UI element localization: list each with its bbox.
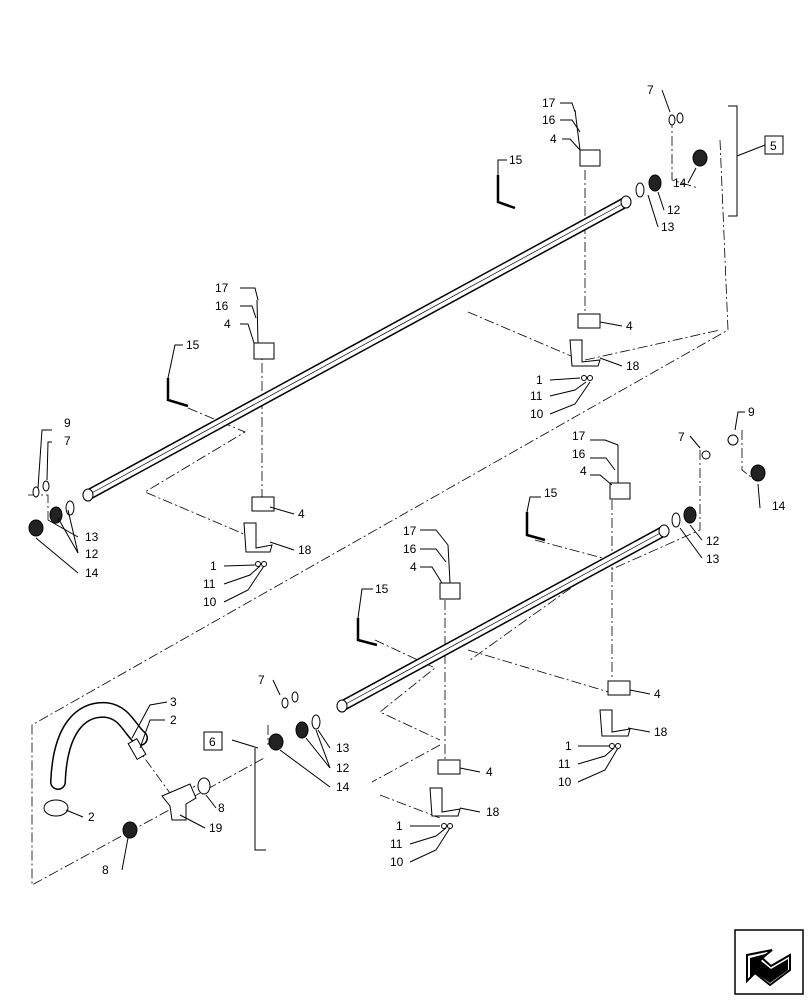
callout-3: 3 <box>170 695 177 709</box>
callout-1: 1 <box>536 373 543 387</box>
callout-14: 14 <box>336 780 350 794</box>
callout-4: 4 <box>580 464 587 478</box>
callout-14: 14 <box>673 176 687 190</box>
callout-10: 10 <box>530 407 544 421</box>
callout-13: 13 <box>336 741 350 755</box>
callout-17: 17 <box>542 96 556 110</box>
callout-16: 16 <box>403 542 417 556</box>
callout-15: 15 <box>375 582 389 596</box>
callout-10: 10 <box>558 775 572 789</box>
callout-12: 12 <box>336 761 350 775</box>
bracket-6 <box>254 748 266 851</box>
assembly-box-6: 6 <box>203 731 223 751</box>
leader-lines <box>35 89 761 871</box>
callout-12: 12 <box>706 534 720 548</box>
callout-11: 11 <box>558 757 571 771</box>
callout-7: 7 <box>258 673 265 687</box>
callout-4: 4 <box>654 687 661 701</box>
callout-15: 15 <box>186 338 200 352</box>
callout-labels: 17 16 4 15 7 14 12 13 4 18 1 11 10 17 16… <box>64 83 786 877</box>
callout-14: 14 <box>772 499 786 513</box>
callout-4: 4 <box>298 507 305 521</box>
callout-9: 9 <box>64 416 71 430</box>
callout-18: 18 <box>298 543 312 557</box>
callout-17: 17 <box>403 524 417 538</box>
callout-8: 8 <box>102 863 109 877</box>
spray-pipe-lower <box>336 524 670 713</box>
callout-10: 10 <box>390 855 404 869</box>
callout-4: 4 <box>224 317 231 331</box>
callout-7: 7 <box>647 83 654 97</box>
callout-16: 16 <box>542 113 556 127</box>
callout-18: 18 <box>626 359 640 373</box>
arrow-back-icon[interactable] <box>734 929 804 995</box>
callout-2: 2 <box>88 810 95 824</box>
callout-11: 11 <box>390 837 403 851</box>
callout-11: 11 <box>203 577 216 591</box>
callout-8: 8 <box>218 801 225 815</box>
callout-16: 16 <box>215 299 229 313</box>
callout-9: 9 <box>748 405 755 419</box>
callout-17: 17 <box>215 281 229 295</box>
callout-7: 7 <box>678 430 685 444</box>
brackets <box>243 109 631 829</box>
spray-pipe-upper <box>82 195 632 502</box>
callout-19: 19 <box>209 821 223 835</box>
callout-13: 13 <box>85 530 99 544</box>
tee-fitting-19 <box>122 777 211 839</box>
callout-7: 7 <box>64 434 71 448</box>
callout-17: 17 <box>572 429 586 443</box>
assembly-box-6-label: 6 <box>209 735 216 749</box>
phantom-lines <box>28 118 756 886</box>
caps-and-washers <box>28 112 766 751</box>
callout-15: 15 <box>544 486 558 500</box>
callout-13: 13 <box>706 552 720 566</box>
assembly-box-5: 5 <box>764 135 784 155</box>
callout-4: 4 <box>410 560 417 574</box>
callout-18: 18 <box>654 725 668 739</box>
callout-15: 15 <box>509 153 523 167</box>
callout-1: 1 <box>210 559 217 573</box>
callout-1: 1 <box>565 739 572 753</box>
callout-10: 10 <box>203 595 217 609</box>
bracket-5 <box>728 105 738 217</box>
callout-2: 2 <box>170 713 177 727</box>
u-bolts <box>166 175 546 647</box>
hose-3 <box>43 701 148 817</box>
callout-4: 4 <box>626 319 633 333</box>
callout-16: 16 <box>572 447 586 461</box>
callout-12: 12 <box>85 547 99 561</box>
callout-1: 1 <box>396 819 403 833</box>
callout-4: 4 <box>550 132 557 146</box>
callout-13: 13 <box>661 220 675 234</box>
callout-18: 18 <box>486 805 500 819</box>
callout-14: 14 <box>85 566 99 580</box>
callout-12: 12 <box>667 203 681 217</box>
callout-11: 11 <box>530 389 543 403</box>
callout-4: 4 <box>486 765 493 779</box>
assembly-box-5-label: 5 <box>770 139 777 153</box>
